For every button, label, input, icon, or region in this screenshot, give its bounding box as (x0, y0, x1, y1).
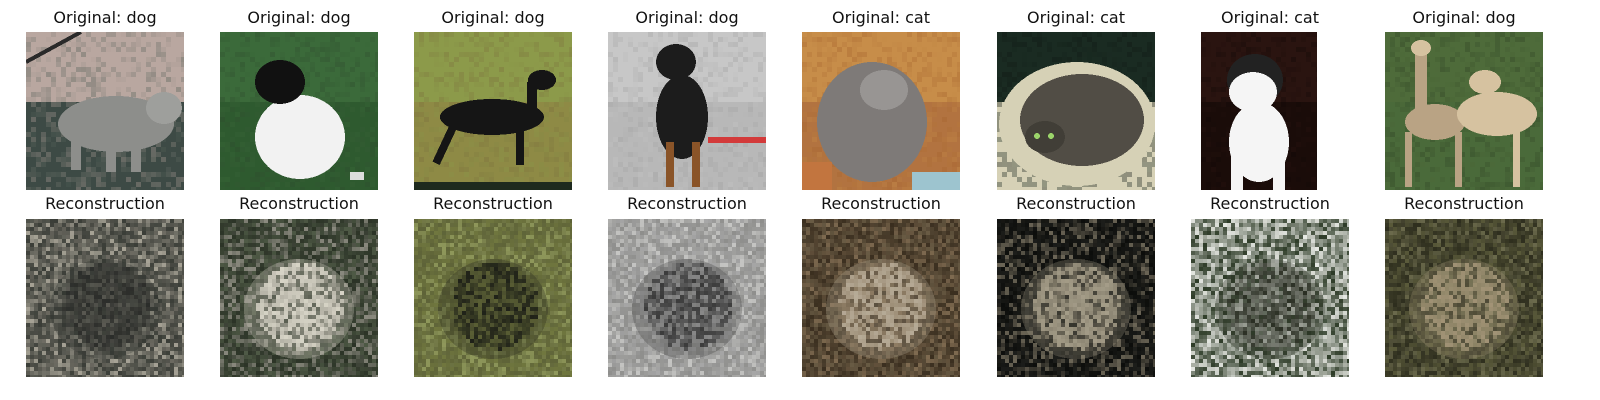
reconstruction-image-graphic (220, 219, 378, 377)
reconstruction-image (997, 219, 1155, 377)
original-title: Original: dog (1412, 8, 1516, 27)
original-image (1385, 32, 1543, 190)
reconstruction-image-graphic (1191, 219, 1349, 377)
reconstruction-image (26, 219, 184, 377)
reconstruction-image-graphic (1385, 219, 1543, 377)
original-image-graphic (220, 32, 378, 190)
reconstruction-image (802, 219, 960, 377)
original-title: Original: cat (832, 8, 930, 27)
reconstruction-image-graphic (26, 219, 184, 377)
reconstruction-title: Reconstruction (433, 194, 553, 213)
original-image (220, 32, 378, 190)
reconstruction-image-graphic (414, 219, 572, 377)
original-title: Original: dog (635, 8, 739, 27)
original-title: Original: dog (441, 8, 545, 27)
original-image (26, 32, 184, 190)
original-image-graphic (1191, 32, 1349, 190)
reconstruction-image-graphic (997, 219, 1155, 377)
original-image-graphic (997, 32, 1155, 190)
reconstruction-image-graphic (608, 219, 766, 377)
reconstruction-title: Reconstruction (1404, 194, 1524, 213)
reconstruction-image-graphic (802, 219, 960, 377)
original-image-graphic (1385, 32, 1543, 190)
original-title: Original: cat (1027, 8, 1125, 27)
reconstruction-image (414, 219, 572, 377)
reconstruction-title: Reconstruction (627, 194, 747, 213)
reconstruction-title: Reconstruction (239, 194, 359, 213)
reconstruction-title: Reconstruction (1210, 194, 1330, 213)
original-title: Original: dog (53, 8, 157, 27)
reconstruction-title: Reconstruction (1016, 194, 1136, 213)
reconstruction-title: Reconstruction (821, 194, 941, 213)
original-image (802, 32, 960, 190)
reconstruction-title: Reconstruction (45, 194, 165, 213)
original-image (997, 32, 1155, 190)
original-image (608, 32, 766, 190)
reconstruction-image (1385, 219, 1543, 377)
reconstruction-image (220, 219, 378, 377)
reconstruction-image (1191, 219, 1349, 377)
reconstruction-image (608, 219, 766, 377)
original-image (1191, 32, 1349, 190)
original-image-graphic (414, 32, 572, 190)
original-title: Original: cat (1221, 8, 1319, 27)
original-title: Original: dog (247, 8, 351, 27)
original-image-graphic (26, 32, 184, 190)
original-image (414, 32, 572, 190)
original-image-graphic (608, 32, 766, 190)
original-image-graphic (802, 32, 960, 190)
